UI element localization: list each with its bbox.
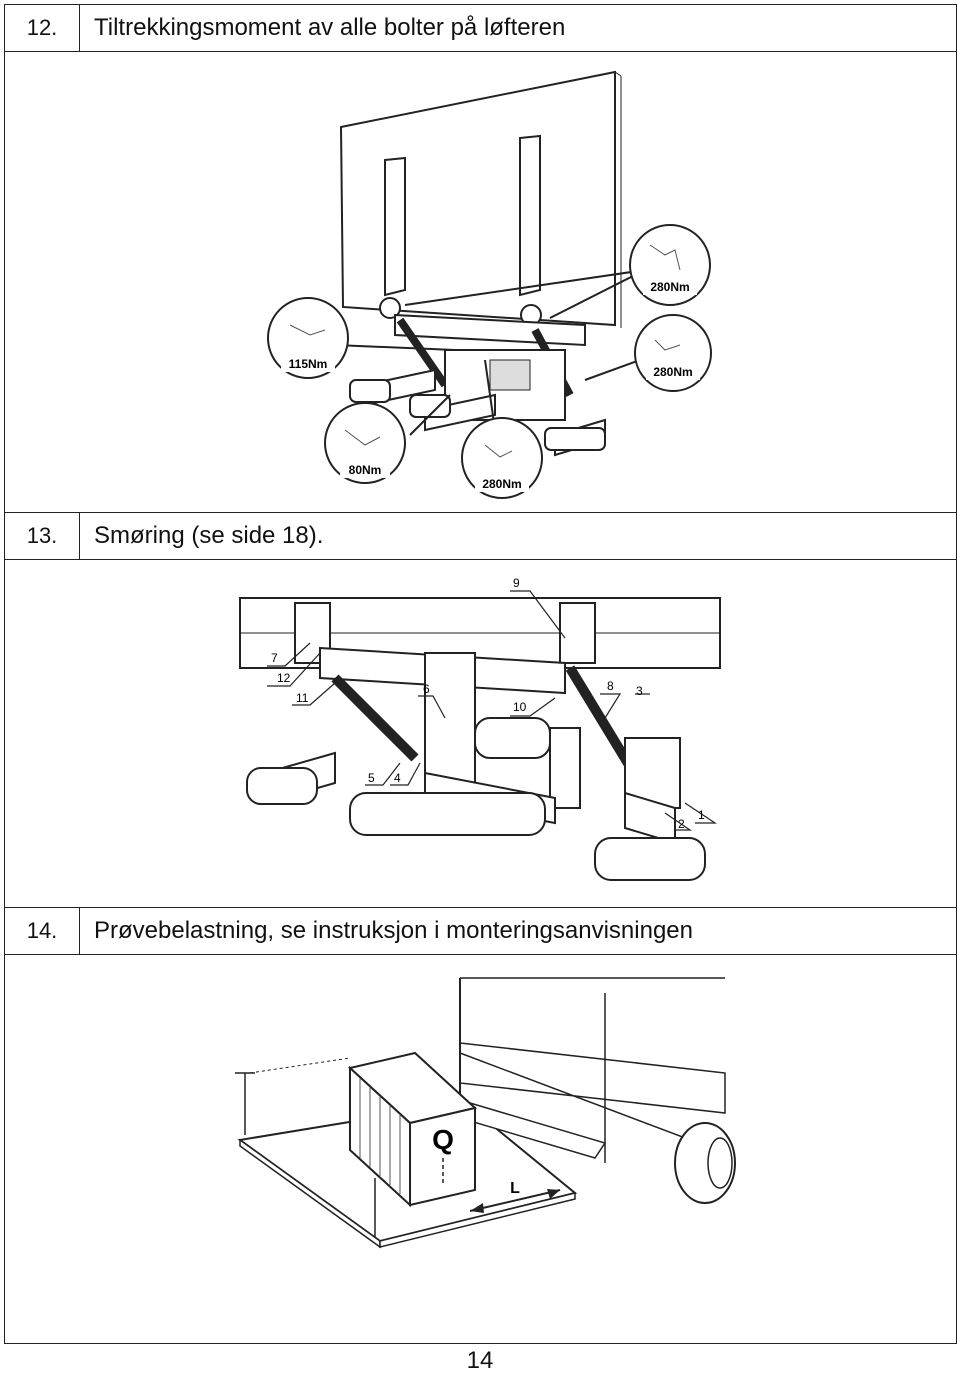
length-label: L [510,1180,520,1197]
lube-point-label: 4 [394,771,401,785]
load-test-figure: Q L [235,977,736,1249]
section-number: 14. [5,908,80,954]
page-number: 14 [466,1347,494,1374]
section-title: Prøvebelastning, se instruksjon i monter… [94,917,693,944]
lube-point-label: 11 [296,691,309,705]
section-number: 12. [5,5,80,51]
torque-label: 280Nm [482,477,521,491]
lubrication-figure: 9 7 12 11 6 10 8 3 5 4 2 1 [239,576,721,881]
section-title: Tiltrekkingsmoment av alle bolter på løf… [94,14,566,41]
load-test-figure-panel: Q L [4,953,957,1344]
section-13-header: 13. Smøring (se side 18). [4,512,957,560]
lube-point-label: 6 [423,682,430,696]
torque-figure-panel: 280Nm 280Nm 115Nm 80Nm 280Nm [4,50,957,512]
lube-point-label: 1 [698,808,705,822]
torque-label: 280Nm [653,365,692,379]
torque-label: 280Nm [650,280,689,294]
lube-point-label: 5 [368,771,375,785]
lube-point-label: 2 [678,817,685,831]
torque-label: 80Nm [349,463,382,477]
lube-point-label: 8 [607,679,614,693]
lube-point-label: 9 [513,576,520,590]
lubrication-figure-panel: 9 7 12 11 6 10 8 3 5 4 2 1 [4,558,957,907]
lube-point-label: 10 [513,700,527,714]
section-12-header: 12. Tiltrekkingsmoment av alle bolter på… [4,4,957,52]
load-label: Q [432,1124,454,1155]
torque-figure: 280Nm 280Nm 115Nm 80Nm 280Nm [267,70,712,499]
torque-label: 115Nm [289,357,328,371]
section-title: Smøring (se side 18). [94,522,324,549]
lube-point-label: 7 [271,651,278,665]
section-14-header: 14. Prøvebelastning, se instruksjon i mo… [4,907,957,955]
lube-point-label: 12 [277,671,291,685]
section-number: 13. [5,513,80,559]
lube-point-label: 3 [636,684,643,698]
